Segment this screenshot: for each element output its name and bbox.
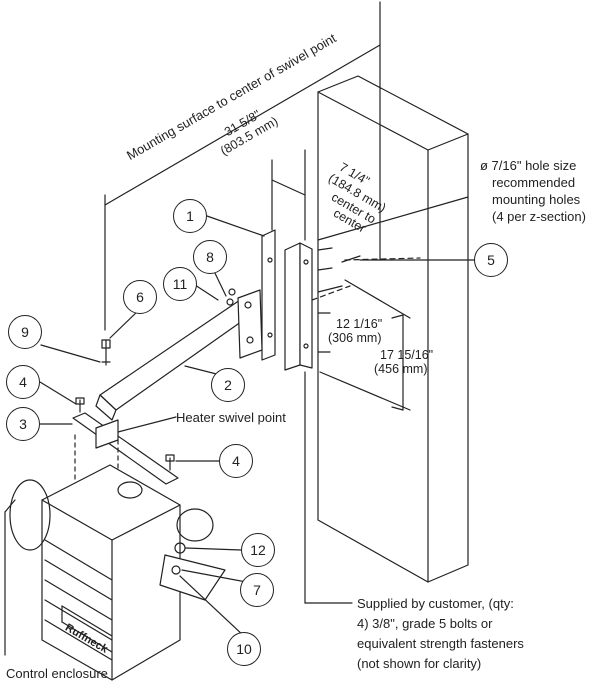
note-customer-supplied-line3: equivalent strength fasteners [357,636,524,651]
dimension-center-to-center [271,149,306,241]
note-hole-size-line1: ø 7/16" hole size [480,158,577,173]
leader-lines [4,196,475,656]
note-control-enclosure: Control enclosure [6,666,108,681]
note-hole-size-line3: mounting holes [492,192,581,207]
dimension-hole-spacing-large-metric: (456 mm) [374,362,428,376]
note-hole-size-line2: recommended [492,175,576,190]
z-section-brackets [261,229,313,371]
callout-4-right: 4 [219,444,253,478]
callout-11: 11 [163,267,197,301]
dimension-hole-spacing-small-value: 12 1/16" [336,317,383,331]
callout-8: 8 [193,240,227,274]
note-customer-supplied-line4: (not shown for clarity) [357,656,482,671]
callout-6: 6 [123,280,157,314]
dimension-mount-to-swivel [104,1,381,331]
dimension-hole-spacing [317,279,411,411]
callout-1: 1 [173,199,207,233]
note-customer-supplied-line2: 4) 3/8", grade 5 bolts or [357,616,493,631]
dimension-hole-spacing-small-metric: (306 mm) [328,331,382,345]
wall-fasteners [311,247,421,301]
note-customer-supplied-line1: Supplied by customer, (qty: [357,596,514,611]
callout-7: 7 [240,573,274,607]
wall-column [317,75,469,583]
note-hole-size-line4: (4 per z-section) [492,209,586,224]
callout-3: 3 [6,407,40,441]
callout-12: 12 [241,533,275,567]
mounting-arm [95,288,263,421]
callout-5: 5 [474,243,508,277]
callout-9: 9 [8,315,42,349]
note-heater-swivel-point: Heater swivel point [176,410,286,425]
callout-10: 10 [227,632,261,666]
callout-2: 2 [211,368,245,402]
callout-4-left: 4 [6,365,40,399]
unit-heater [9,464,226,681]
dimension-hole-spacing-large-value: 17 15/16" [380,348,434,362]
